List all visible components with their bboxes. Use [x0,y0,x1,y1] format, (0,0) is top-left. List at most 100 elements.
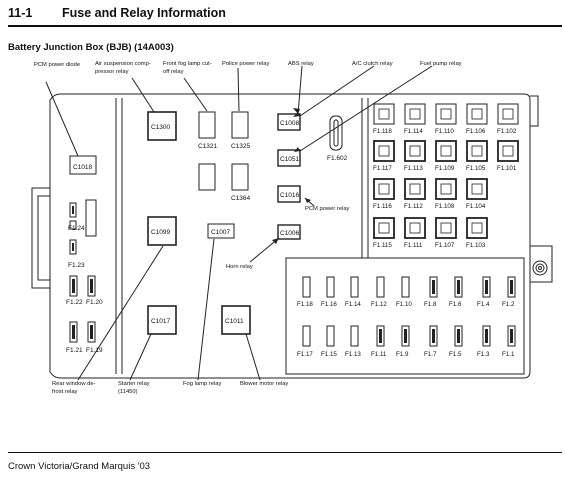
label-f122: F1.22 [66,299,83,306]
footer-rule [8,452,562,453]
header-rule [8,25,562,27]
label-c1018: C1018 [73,164,93,171]
mini-fuse-blade [510,280,513,294]
maxi-fuse-inner [440,222,452,234]
maxi-fuse-inner [502,108,514,120]
fuse-f123-slot [69,239,77,255]
relay-c1011 [221,305,251,335]
mini-fuse-label: F1.6 [449,301,462,308]
mini-fuse-label: F1.1 [502,351,515,358]
maxi-fuse-inner [409,222,421,234]
relay-c1017 [147,305,177,335]
maxi-fuse-inner [440,183,452,195]
callout-front-fog-1: Front fog lamp cut- [163,61,212,67]
label-c1011: C1011 [225,318,244,325]
mini-fuse-slot [302,325,311,347]
mini-fuse-label: F1.16 [321,301,337,308]
label-f119: F1.19 [86,347,103,354]
label-f1602: F1.602 [327,155,348,162]
mini-fuse-blade [432,280,435,294]
maxi-fuse-label: F1.102 [497,128,517,135]
right-tab-top [530,95,539,127]
maxi-fuse-slot [404,178,426,200]
ground-stud [532,260,548,276]
divider-left [115,98,123,374]
cartridge-slot [85,199,97,237]
mini-fuse-label: F1.12 [371,301,387,308]
left-clip [31,187,50,289]
maxi-fuse-inner [378,222,390,234]
callout-pcm-diode: PCM power diode [34,62,80,68]
mini-fuse-blade [404,329,407,343]
leader-front-fog [183,77,208,112]
maxi-fuse-slot [497,140,519,162]
right-tab-bottom [530,245,553,283]
relay-c1016 [277,185,301,203]
maxi-fuse-label: F1.104 [466,203,486,210]
maxi-fuse-label: F1.117 [373,165,392,172]
callout-air-susp-1: Air suspension comp- [95,61,151,67]
maxi-fuse-inner [471,108,483,120]
mini-fuse-slot [429,325,438,347]
relay-empty [198,163,216,191]
mini-fuse-label: F1.13 [345,351,361,358]
maxi-fuse-label: F1.105 [466,165,486,172]
label-f120: F1.20 [86,299,103,306]
relay-c1325 [231,111,249,139]
relay-c1051 [277,149,301,167]
leader-ac-clutch [299,65,375,117]
fuse-f120-slot [87,275,96,297]
mini-fuse-blade [485,280,488,294]
callout-rear-def-1: Rear window de- [52,381,96,387]
maxi-fuse-inner [378,108,390,120]
mini-fuse-blade [510,329,513,343]
leader-fuel-pump [299,65,433,152]
maxi-fuse-slot [466,217,488,239]
relay-c1008 [277,113,301,131]
relay-c1099 [147,216,177,246]
maxi-fuse-slot [373,103,395,125]
mini-fuse-slot [454,276,463,298]
label-c1008: C1008 [280,120,300,127]
maxi-fuse-inner [440,145,452,157]
mini-fuse-panel [285,257,525,375]
maxi-fuse-label: F1.114 [404,128,423,135]
mini-fuse-label: F1.17 [297,351,313,358]
maxi-fuse-inner [409,145,421,157]
relay-c1364 [231,163,249,191]
mini-fuse-label: F1.4 [477,301,490,308]
connector-c1018 [69,155,97,175]
maxi-fuse-inner [409,183,421,195]
maxi-fuse-label: F1.113 [404,165,423,172]
mini-fuse-slot [350,276,359,298]
maxi-fuse-label: F1.116 [373,203,392,210]
mini-fuse-label: F1.18 [297,301,313,308]
mini-fuse-slot [507,325,516,347]
maxi-fuse-inner [471,183,483,195]
mini-fuse-slot [401,325,410,347]
label-c1099: C1099 [151,229,171,236]
leader-abs [297,65,303,115]
label-c1364: C1364 [231,195,251,202]
maxi-fuse-inner [471,145,483,157]
label-c1325: C1325 [231,143,251,150]
mini-fuse-blade [432,329,435,343]
leader-starter [129,333,152,381]
maxi-fuse-inner [409,108,421,120]
mini-fuse-slot [429,276,438,298]
label-f123: F1.23 [68,262,85,269]
callout-pcm-power: PCM power relay [305,206,350,212]
leader-pcm-diode [45,81,79,157]
callout-police: Police power relay [222,61,269,67]
label-c1007: C1007 [211,229,231,236]
maxi-fuse-slot [404,140,426,162]
callout-rear-def-2: frost relay [52,389,78,395]
leader-fog-lamp [197,238,215,381]
footer-text: Crown Victoria/Grand Marquis '03 [8,461,151,472]
mini-fuse-slot [376,276,385,298]
maxi-fuse-inner [378,145,390,157]
callout-starter-2: (11450) [118,389,138,395]
maxi-fuse-label: F1.107 [435,242,455,249]
